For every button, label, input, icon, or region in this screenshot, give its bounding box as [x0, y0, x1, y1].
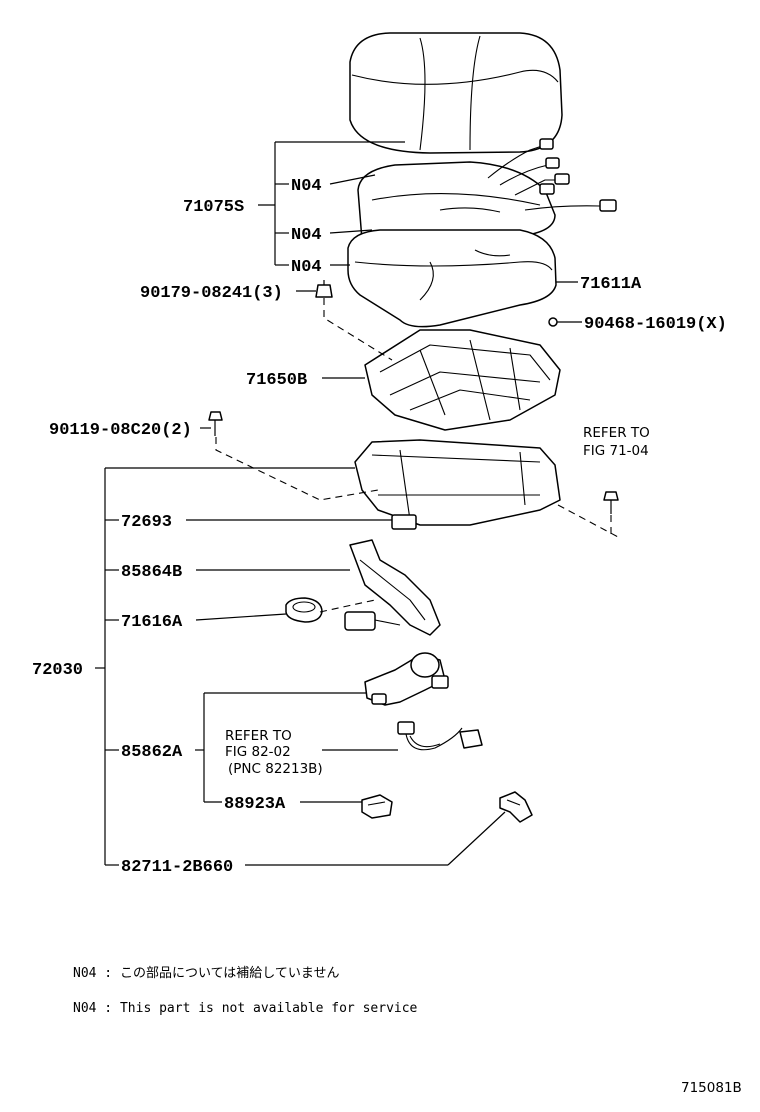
label-88923A: 88923A [224, 795, 286, 814]
label-fig-82-02: FIG 82-02 [225, 744, 291, 760]
bolt-right-illustration [603, 491, 619, 514]
clip-82711-illustration [499, 791, 533, 823]
leader-lines [95, 141, 582, 866]
seat-cushion-frame-pad-illustration [347, 229, 557, 328]
label-90119: 90119-08C20(2) [49, 421, 192, 440]
grommet-71616A-illustration [285, 597, 323, 623]
wire-refer-fig82-illustration [397, 721, 483, 751]
label-refer-to-fig82: REFER TO [225, 728, 292, 744]
label-n04-middle: N04 [291, 226, 322, 245]
label-71616A: 71616A [121, 613, 183, 632]
part-labels: 71075S N04 N04 N04 71611A 90179-08241(3)… [32, 177, 727, 877]
label-71611A: 71611A [580, 275, 642, 294]
label-n04-lower: N04 [291, 258, 322, 277]
label-fig-71-04: FIG 71-04 [583, 443, 649, 459]
seat-cushion-cover-illustration [349, 32, 563, 154]
note-english: N04 : This part is not available for ser… [73, 1001, 418, 1016]
assembly-dashed-lines [215, 298, 621, 613]
bolt-90119-illustration [208, 411, 223, 436]
label-82711: 82711-2B660 [121, 858, 233, 877]
label-85862A: 85862A [121, 743, 183, 762]
clip-90468-illustration [548, 317, 558, 327]
cushion-spring-assembly-illustration [364, 329, 561, 431]
label-85864B: 85864B [121, 563, 182, 582]
footnotes: N04 : この部品については補給していません N04 : This part … [73, 966, 418, 1016]
label-n04-upper: N04 [291, 177, 322, 196]
seat-wire-85864B-illustration [344, 539, 441, 636]
note-japanese: N04 : この部品については補給していません [73, 966, 340, 981]
label-90468: 90468-16019(X) [584, 315, 727, 334]
clip-90179-illustration [315, 280, 333, 298]
label-71650B: 71650B [246, 371, 307, 390]
label-90179: 90179-08241(3) [140, 284, 283, 303]
figure-id: 715081B [681, 1080, 742, 1096]
seat-motor-85862A-illustration [364, 652, 449, 706]
cover-88923A-illustration [361, 794, 393, 819]
label-72693: 72693 [121, 513, 172, 532]
label-pnc-82213B: (PNC 82213B) [228, 761, 323, 777]
label-72030: 72030 [32, 661, 83, 680]
seat-adjuster-frame-illustration [354, 439, 561, 530]
label-refer-to-fig71: REFER TO [583, 425, 650, 441]
label-71075S: 71075S [183, 198, 244, 217]
cushion-wire-harness-illustration [487, 138, 617, 212]
